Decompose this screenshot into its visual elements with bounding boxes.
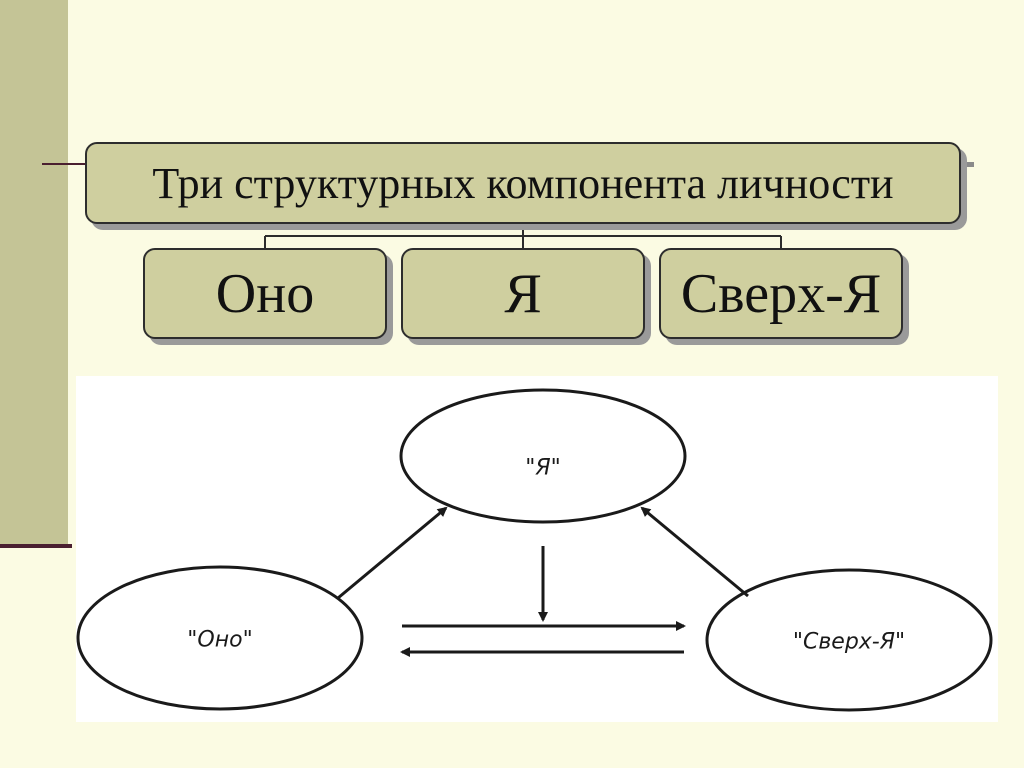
page-title: Три структурных компонента личности	[85, 142, 961, 224]
ellipse-ya	[399, 388, 687, 524]
title-rule-left	[42, 163, 88, 165]
arrow-super-to-ya	[640, 506, 749, 598]
slide-sidebar	[0, 0, 68, 548]
component-ya-box: Я	[401, 248, 645, 339]
component-super-box: Сверх-Я	[659, 248, 903, 339]
ellipse-super-label: "Сверх-Я"	[792, 629, 906, 655]
ellipse-ono	[76, 565, 364, 711]
ellipse-super	[705, 568, 993, 712]
ellipse-ono-label: "Оно"	[187, 627, 253, 653]
sidebar-rule	[0, 544, 72, 548]
ellipse-ya-label: "Я"	[525, 455, 561, 481]
component-ono-box: Оно	[143, 248, 387, 339]
interaction-scheme: "Я" "Оно" "Сверх-Я"	[76, 376, 998, 722]
title-rule-right	[960, 162, 974, 167]
arrow-ono-to-ya	[337, 506, 448, 600]
